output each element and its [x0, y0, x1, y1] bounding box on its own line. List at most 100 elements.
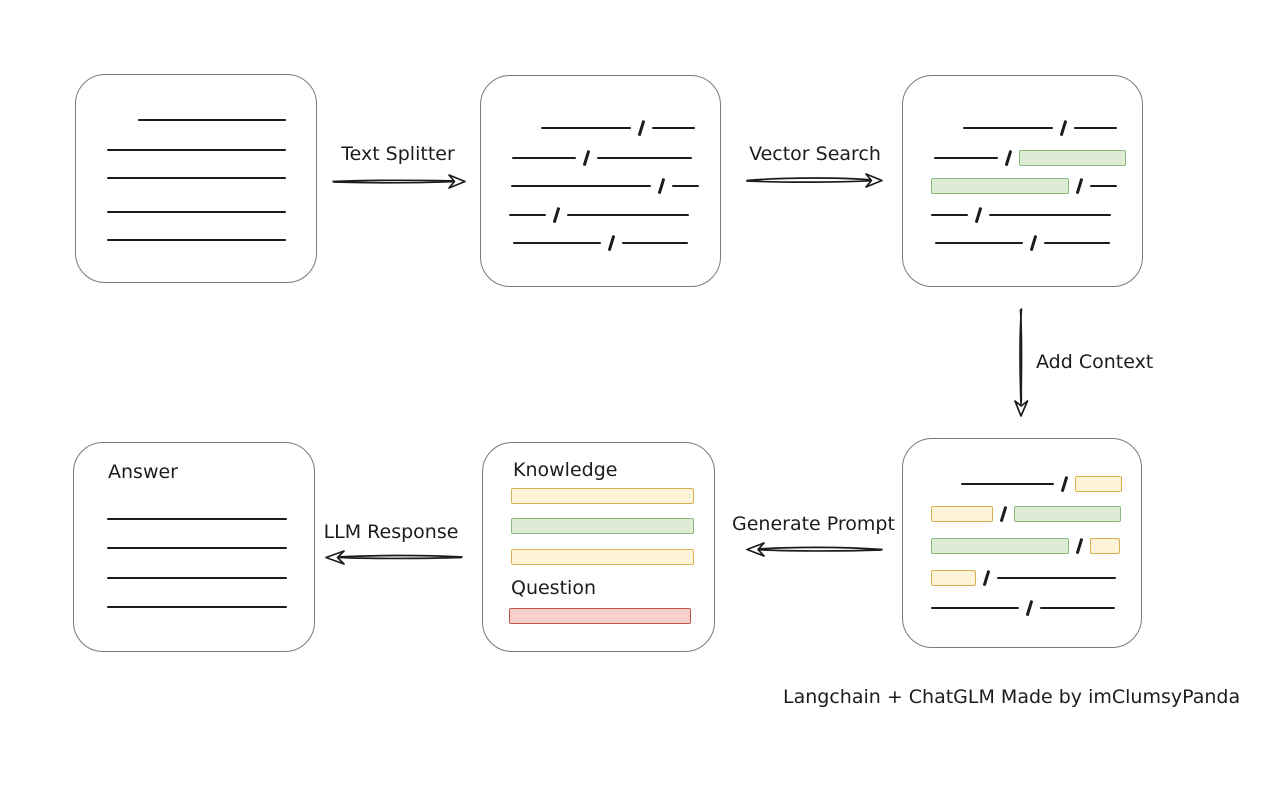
text-line [513, 242, 601, 244]
chunk-row [511, 548, 694, 566]
slash-separator [1029, 234, 1037, 252]
chunk-row [931, 599, 1115, 617]
slash-separator [637, 119, 645, 137]
slash-separator [1075, 537, 1083, 555]
yellow-highlight-chunk [511, 488, 694, 504]
diagram-caption: Langchain + ChatGLM Made by imClumsyPand… [783, 686, 1241, 708]
text-line [935, 242, 1023, 244]
text-line [107, 547, 287, 549]
chunk-row [935, 234, 1110, 252]
text-line [107, 239, 286, 241]
slash-separator [1060, 475, 1068, 493]
yellow-highlight-chunk [511, 549, 694, 565]
slash-separator [1075, 177, 1083, 195]
text-line [651, 127, 695, 129]
chunk-row [931, 206, 1111, 224]
chunk-row [138, 111, 286, 129]
green-highlight-chunk [1013, 506, 1121, 522]
chunk-row [107, 169, 286, 187]
text-line [1073, 127, 1117, 129]
split-chunks-node [480, 75, 721, 287]
slash-separator [657, 177, 665, 195]
generate-prompt-label: Generate Prompt [732, 513, 895, 535]
text-line [511, 185, 651, 187]
chunk-row [107, 539, 287, 557]
text-line [596, 157, 692, 159]
text-line [988, 214, 1111, 216]
answer-label: Answer [108, 461, 178, 483]
green-highlight-chunk [1018, 150, 1126, 166]
chunk-row [931, 177, 1117, 195]
slash-separator [1004, 149, 1012, 167]
yellow-highlight-chunk [1089, 538, 1120, 554]
llm-response-label: LLM Response [323, 521, 459, 543]
add-context-label: Add Context [1036, 351, 1154, 373]
vector-search-label: Vector Search [749, 143, 881, 165]
chunk-row [509, 607, 691, 625]
text-line [512, 157, 576, 159]
slash-separator [552, 206, 560, 224]
slash-separator [974, 206, 982, 224]
text-line [107, 149, 286, 151]
vector-matched-chunks-node [902, 75, 1143, 287]
chunk-row [107, 598, 287, 616]
prompt-node: Knowledge Question [482, 442, 715, 652]
green-highlight-chunk [931, 538, 1069, 554]
slash-separator [982, 569, 990, 587]
text-splitter-arrow [332, 174, 466, 189]
vector-search-arrow [746, 173, 883, 188]
chunk-row [511, 487, 694, 505]
chunk-row [512, 149, 692, 167]
chunk-row [107, 569, 287, 587]
chunk-row [511, 177, 699, 195]
chunk-row [107, 231, 286, 249]
chunk-row [934, 149, 1126, 167]
text-line [107, 211, 286, 213]
question-label: Question [511, 577, 596, 599]
chunk-row [513, 234, 688, 252]
chunk-row [509, 206, 689, 224]
generate-prompt-arrow [746, 542, 883, 557]
chunk-row [961, 475, 1122, 493]
context-chunks-node [902, 438, 1142, 648]
text-line [671, 185, 699, 187]
yellow-highlight-chunk [931, 570, 976, 586]
text-line [963, 127, 1053, 129]
text-line [621, 242, 688, 244]
llm-response-arrow [325, 550, 463, 565]
knowledge-label: Knowledge [513, 459, 618, 481]
chunk-row [107, 510, 287, 528]
chunk-row [963, 119, 1117, 137]
text-line [934, 157, 998, 159]
chunk-row [107, 141, 286, 159]
green-highlight-chunk [931, 178, 1069, 194]
text-line [1043, 242, 1110, 244]
text-line [996, 577, 1116, 579]
add-context-arrow [1014, 308, 1029, 417]
chunk-row [511, 517, 694, 535]
slash-separator [582, 149, 590, 167]
chunk-row [931, 569, 1116, 587]
yellow-highlight-chunk [1074, 476, 1122, 492]
text-line [961, 483, 1054, 485]
chunk-row [107, 203, 286, 221]
chunk-row [931, 537, 1120, 555]
text-line [1089, 185, 1117, 187]
text-line [509, 214, 546, 216]
text-line [107, 577, 287, 579]
document-node [75, 74, 317, 283]
slash-separator [607, 234, 615, 252]
slash-separator [1025, 599, 1033, 617]
text-line [541, 127, 631, 129]
text-line [107, 518, 287, 520]
text-splitter-label: Text Splitter [341, 143, 455, 165]
text-line [1039, 607, 1115, 609]
text-line [138, 119, 286, 121]
text-line [931, 214, 968, 216]
chunk-row [931, 505, 1121, 523]
text-line [107, 177, 286, 179]
answer-node: Answer [73, 442, 315, 652]
text-line [107, 606, 287, 608]
red-highlight-chunk [509, 608, 691, 624]
